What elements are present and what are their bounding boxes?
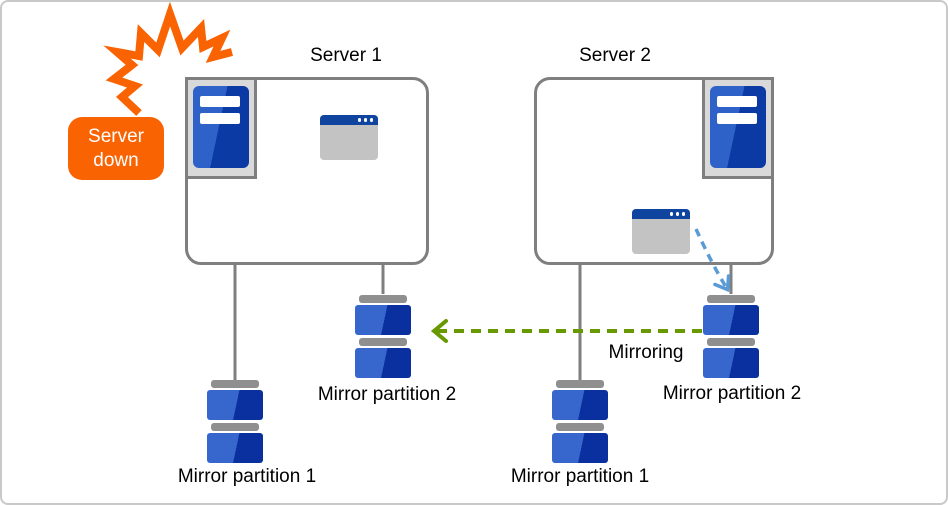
- tower-slot: [200, 113, 240, 124]
- disk-platter: [552, 433, 608, 463]
- disk-platter: [552, 390, 608, 420]
- window-dot-icon: [357, 118, 361, 122]
- window-titlebar: [632, 209, 690, 219]
- server-down-line2: down: [93, 149, 139, 171]
- disk-cap: [211, 380, 259, 388]
- server2-tower-icon: [702, 77, 774, 179]
- disk-cap: [211, 423, 259, 431]
- server1-title: Server 1: [310, 45, 382, 66]
- server-down-line1: Server: [88, 125, 144, 147]
- server-tower-icon: [710, 86, 766, 168]
- application-a-window-icon: [320, 115, 378, 160]
- disk-cap: [707, 338, 755, 346]
- server1-mirror-partition1-label: Mirror partition 1: [177, 466, 317, 487]
- server2-mirror-partition1-disk-icon: [552, 380, 608, 463]
- disk-cap: [556, 380, 604, 388]
- disk-cap: [707, 295, 755, 303]
- tower-slot: [717, 96, 757, 107]
- server1-mirror-partition1-disk-icon: [207, 380, 263, 463]
- server-tower-icon: [193, 86, 249, 168]
- disk-platter: [207, 390, 263, 420]
- tower-slot: [717, 113, 757, 124]
- disk-platter: [703, 348, 759, 378]
- disk-cap: [556, 423, 604, 431]
- server2-title: Server 2: [579, 45, 651, 66]
- window-dot-icon: [363, 118, 367, 122]
- window-dot-icon: [669, 212, 673, 216]
- disk-platter: [207, 433, 263, 463]
- disk-platter: [703, 305, 759, 335]
- disk-platter: [355, 305, 411, 335]
- window-titlebar: [320, 115, 378, 125]
- window-dot-icon: [681, 212, 685, 216]
- application-b-window-icon: [632, 209, 690, 254]
- server1-mirror-partition2-label: Mirror partition 2: [317, 384, 457, 405]
- disk-cap: [359, 295, 407, 303]
- window-dot-icon: [369, 118, 373, 122]
- server2-mirror-partition2-disk-icon: [703, 295, 759, 378]
- window-dot-icon: [675, 212, 679, 216]
- server1-tower-icon: [185, 77, 257, 179]
- disk-cap: [359, 338, 407, 346]
- server2-mirror-partition1-label: Mirror partition 1: [510, 466, 650, 487]
- mirroring-label: Mirroring: [608, 342, 684, 363]
- server1-mirror-partition2-disk-icon: [355, 295, 411, 378]
- disk-platter: [355, 348, 411, 378]
- server2-mirror-partition2-label: Mirror partition 2: [662, 383, 802, 404]
- server-down-badge: Server down: [68, 117, 164, 180]
- tower-slot: [200, 96, 240, 107]
